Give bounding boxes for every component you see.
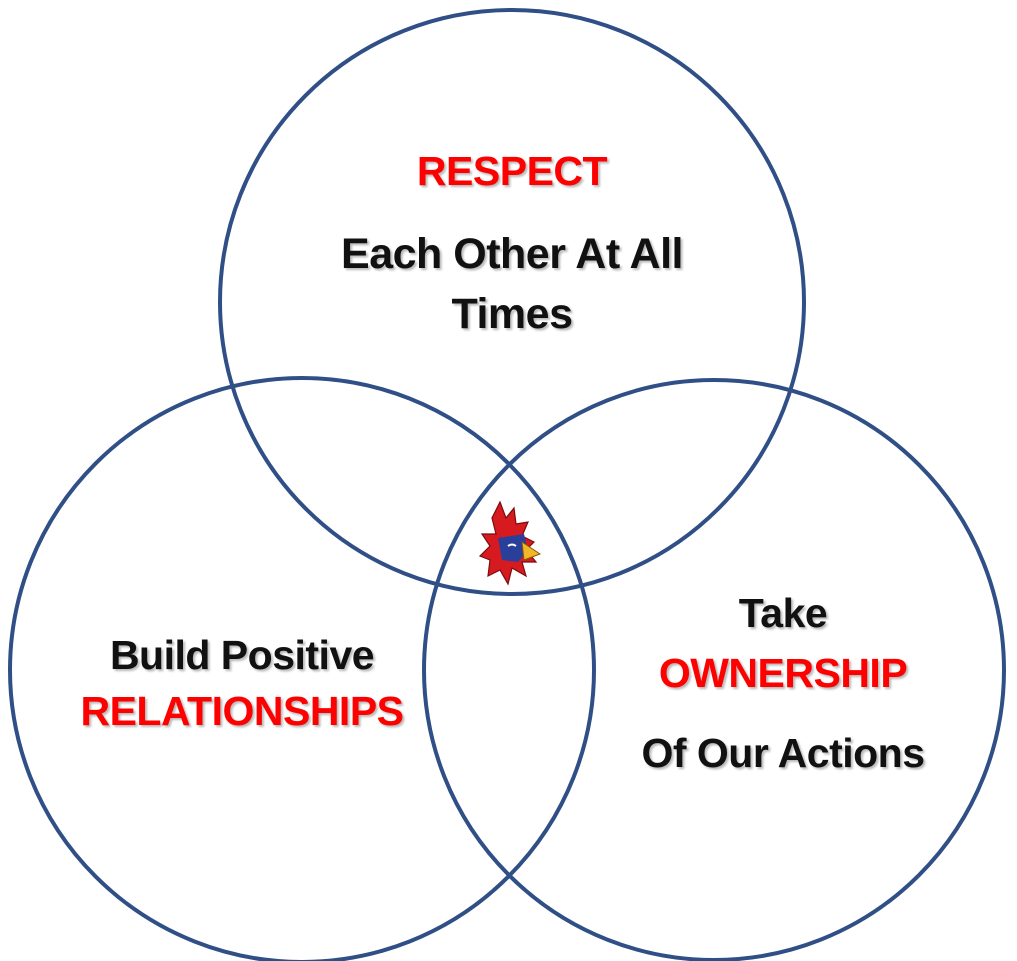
top-line-2: Times [451, 290, 574, 338]
cardinal-mascot-icon [478, 500, 542, 586]
circle-top [218, 8, 806, 596]
right-line-2: Of Our Actions [641, 730, 925, 776]
circle-left [8, 376, 596, 961]
left-heading: RELATIONSHIPS [80, 688, 404, 734]
right-line-1: Take [738, 590, 828, 636]
circle-right [422, 378, 1006, 961]
top-heading: RESPECT [416, 148, 608, 194]
right-heading: OWNERSHIP [658, 650, 908, 696]
top-line-1: Each Other At All [341, 230, 683, 278]
left-line-1: Build Positive [109, 632, 375, 678]
